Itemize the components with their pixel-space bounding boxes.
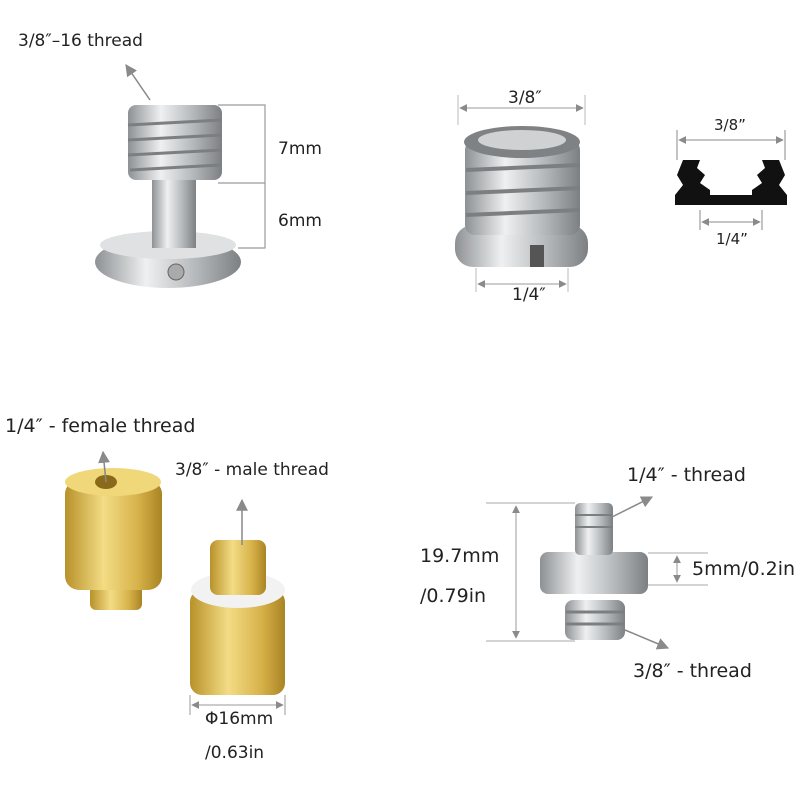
bottom-thread-label: 3/8″ - thread bbox=[633, 660, 752, 682]
female-thread-label: 1/4″ - female thread bbox=[5, 415, 196, 437]
section-inner-label: 1/4” bbox=[716, 230, 748, 248]
diameter-in-label: /0.63in bbox=[205, 743, 265, 763]
brass-adapters-image bbox=[65, 450, 286, 715]
reducer-bushing-image bbox=[455, 95, 588, 292]
diameter-mm-label: Φ16mm bbox=[205, 709, 274, 729]
quick-release-screw-image bbox=[95, 64, 266, 288]
knob-height-label: 5mm/0.2in bbox=[692, 558, 796, 580]
top-thread-label: 1/4″ - thread bbox=[627, 464, 746, 486]
double-screw-image bbox=[486, 496, 708, 650]
male-thread-label: 3/8″ - male thread bbox=[175, 460, 329, 480]
section-outer-label: 3/8” bbox=[714, 116, 746, 134]
bushing-inner-label: 1/4″ bbox=[512, 285, 546, 305]
shank-length-label: 6mm bbox=[278, 211, 322, 231]
cross-section-diagram bbox=[675, 130, 787, 230]
height-mm-label: 19.7mm bbox=[420, 545, 500, 567]
screw-thread-label: 3/8″–16 thread bbox=[18, 31, 143, 51]
height-in-label: /0.79in bbox=[420, 585, 487, 607]
thread-length-label: 7mm bbox=[278, 139, 322, 159]
bushing-outer-label: 3/8″ bbox=[508, 88, 542, 108]
